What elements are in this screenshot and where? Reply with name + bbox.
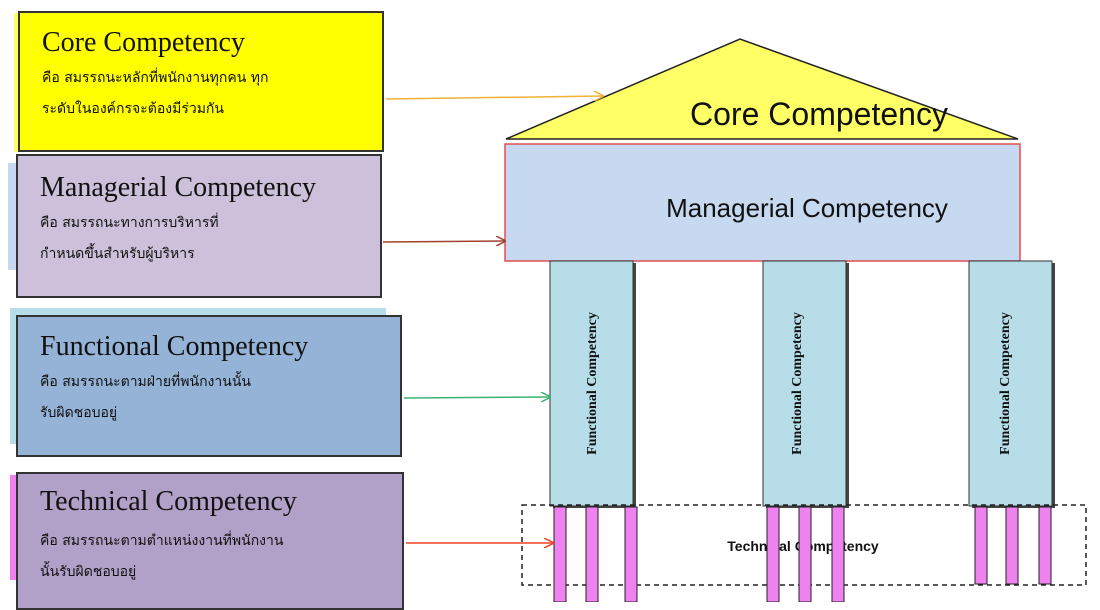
technical-box-title: Technical Competency <box>40 486 297 517</box>
managerial-box-desc-line-2: กำหนดขึ้นสำหรับผู้บริหาร <box>40 246 195 262</box>
core-box-title: Core Competency <box>42 27 245 58</box>
beam-rect <box>504 143 1021 262</box>
arrow-managerial <box>382 241 505 242</box>
base-dashed-box <box>521 504 1087 586</box>
technical-box: Technical Competency คือ สมรรถนะตามตำแหน… <box>16 472 404 610</box>
pillar-3: Functional Competency <box>968 260 1055 508</box>
functional-box-title: Functional Competency <box>40 331 309 362</box>
arrow-functional <box>403 397 550 398</box>
core-box-desc-line-2: ระดับในองค์กรจะต้องมีร่วมกัน <box>42 101 224 117</box>
core-box-desc-line-1: คือ สมรรถนะหลักที่พนักงานทุกคน ทุก <box>42 70 269 86</box>
peg <box>766 506 780 602</box>
pillar-3-label: Functional Competency <box>998 312 1013 455</box>
functional-box-desc-line-2: รับผิดชอบอยู่ <box>40 405 118 421</box>
peg <box>1038 506 1052 585</box>
peg <box>553 506 567 602</box>
roof-triangle <box>505 38 1019 140</box>
managerial-box-title: Managerial Competency <box>40 172 317 203</box>
peg <box>624 506 638 602</box>
peg <box>585 506 599 602</box>
peg <box>974 506 988 585</box>
roof-label: Core Competency <box>690 96 948 132</box>
arrow-core <box>385 96 603 99</box>
functional-box: Functional Competency คือ สมรรถนะตามฝ่าย… <box>16 315 402 457</box>
beam-label: Managerial Competency <box>666 193 948 223</box>
peg <box>831 506 845 602</box>
pillar-2-label: Functional Competency <box>790 312 805 455</box>
pillar-1-label: Functional Competency <box>585 312 600 455</box>
pillar-2: Functional Competency <box>762 260 849 508</box>
peg <box>1005 506 1019 585</box>
managerial-box: Managerial Competency คือ สมรรถนะทางการบ… <box>16 154 382 298</box>
pegs <box>553 506 1052 602</box>
functional-box-desc-line-1: คือ สมรรถนะตามฝ่ายที่พนักงานนั้น <box>40 374 251 390</box>
technical-box-desc-line-2: นั้นรับผิดชอบอยู่ <box>40 564 137 580</box>
managerial-box-desc-line-1: คือ สมรรถนะทางการบริหารที่ <box>40 215 219 231</box>
core-box: Core Competency คือ สมรรถนะหลักที่พนักงา… <box>18 11 384 152</box>
pillar-1: Functional Competency <box>549 260 636 508</box>
technical-box-desc-line-1: คือ สมรรถนะตามตำแหน่งงานที่พนักงาน <box>40 533 284 549</box>
peg <box>798 506 812 602</box>
